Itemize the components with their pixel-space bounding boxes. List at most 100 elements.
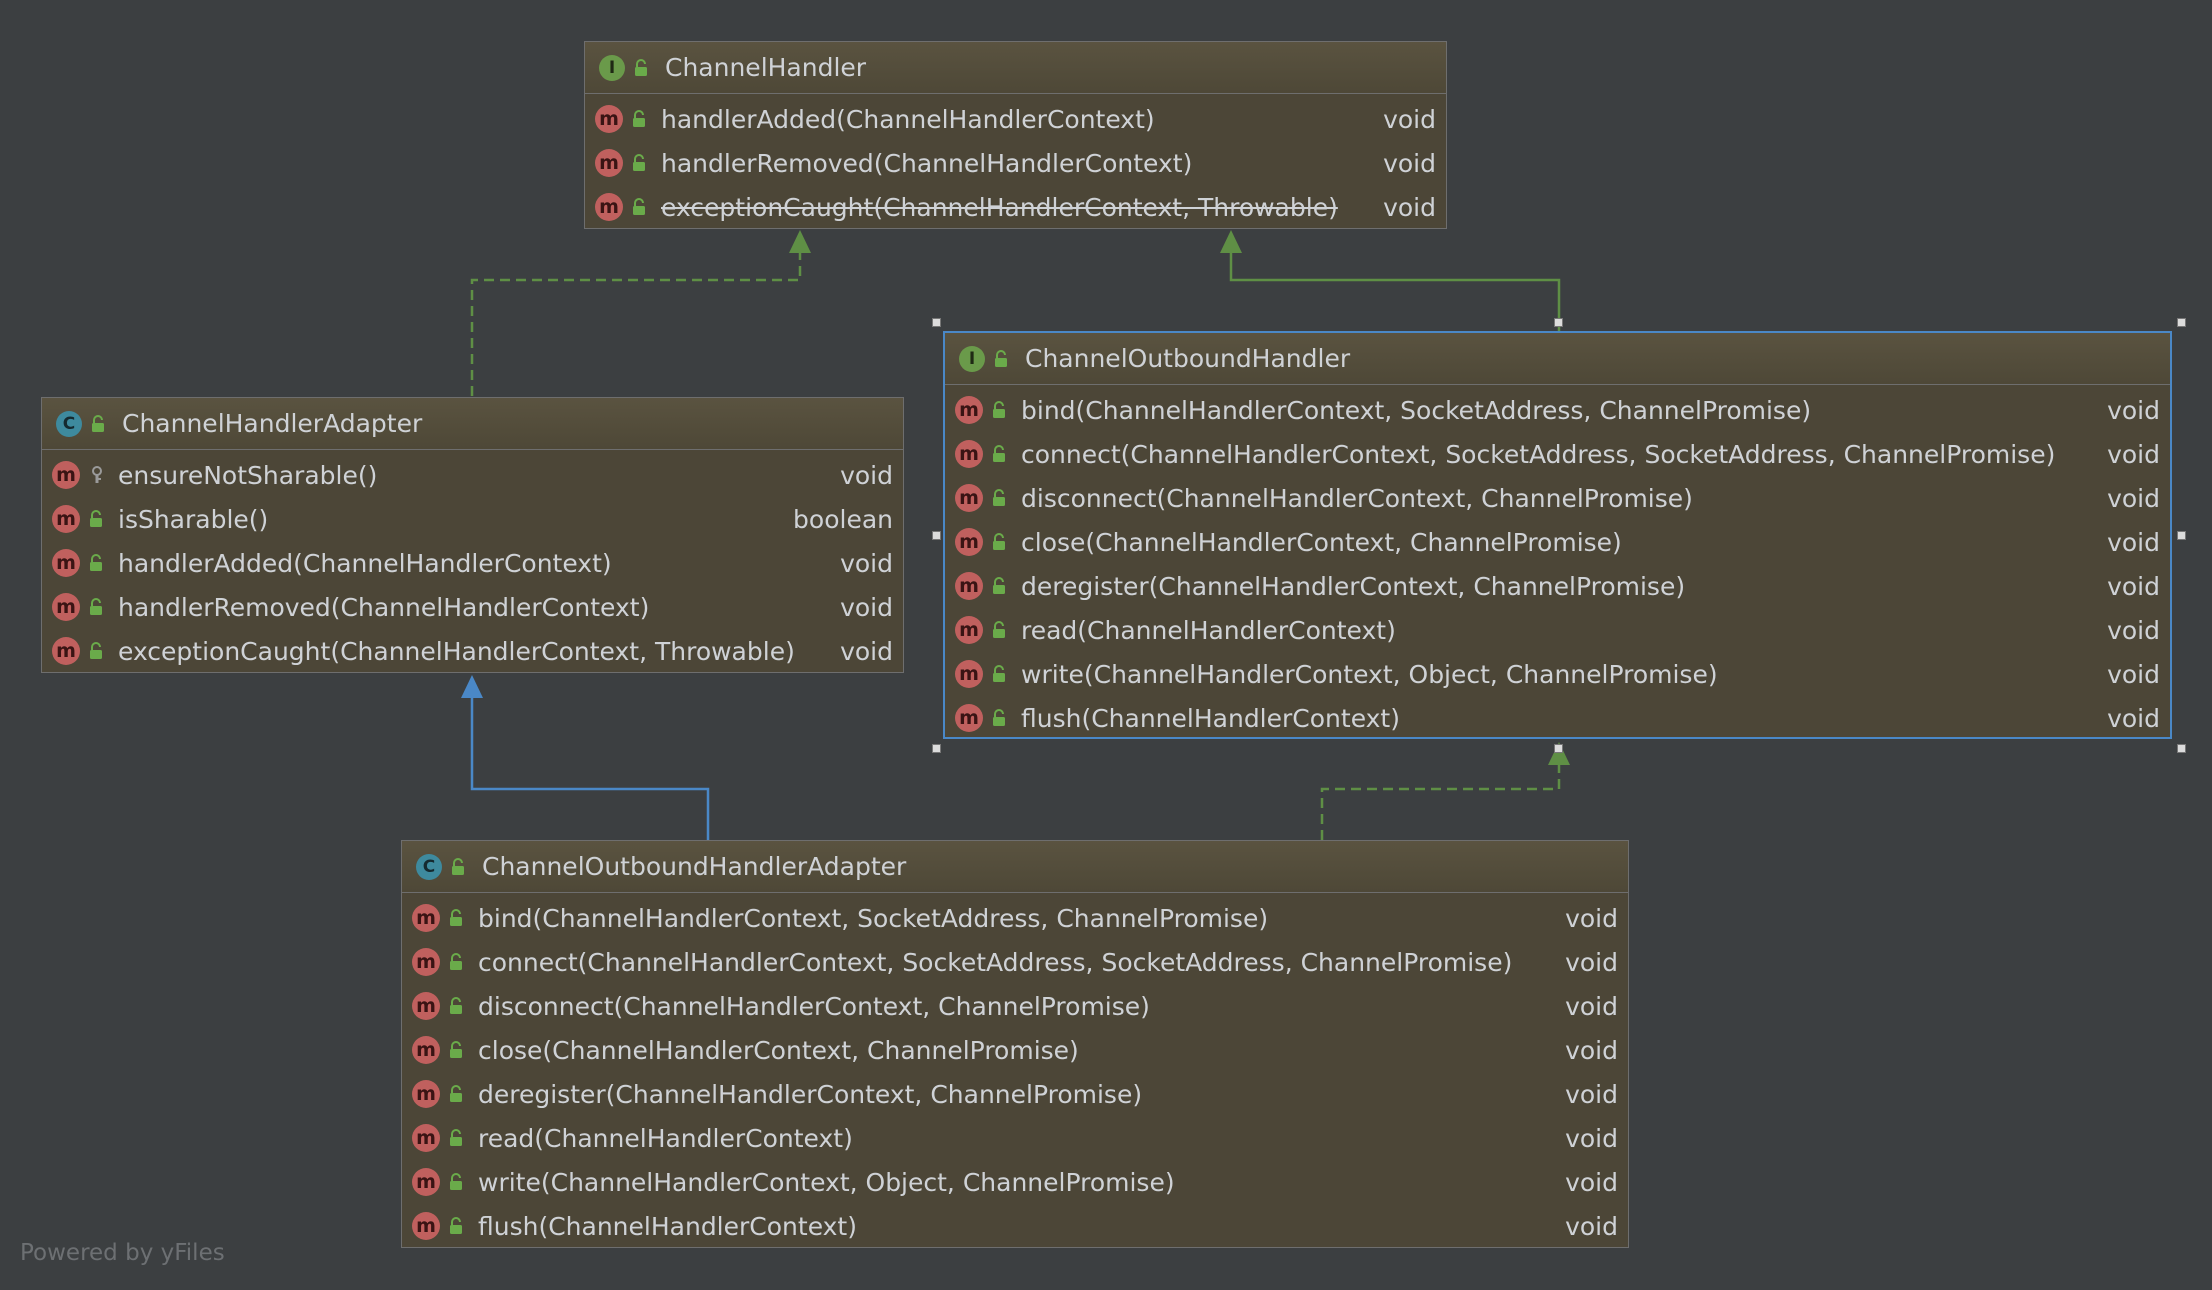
method-icon: m bbox=[52, 593, 80, 621]
return-type: void bbox=[2107, 615, 2160, 645]
public-visibility-icon bbox=[631, 197, 649, 217]
method-signature: deregister(ChannelHandlerContext, Channe… bbox=[478, 1079, 1143, 1109]
return-type: void bbox=[840, 460, 893, 490]
public-visibility-icon bbox=[633, 58, 651, 78]
return-type: void bbox=[1565, 1079, 1618, 1109]
method-icon: m bbox=[412, 948, 440, 976]
member-row[interactable]: m close(ChannelHandlerContext, ChannelPro… bbox=[945, 520, 2170, 564]
return-type: void bbox=[2107, 527, 2160, 557]
method-icon: m bbox=[412, 992, 440, 1020]
public-visibility-icon bbox=[991, 532, 1009, 552]
arrowhead bbox=[1220, 230, 1242, 253]
public-visibility-icon bbox=[448, 952, 466, 972]
public-visibility-icon bbox=[631, 153, 649, 173]
public-visibility-icon bbox=[991, 444, 1009, 464]
return-type: void bbox=[840, 636, 893, 666]
return-type: void bbox=[1565, 1167, 1618, 1197]
member-row[interactable]: m deregister(ChannelHandlerContext, Chann… bbox=[402, 1072, 1628, 1116]
resize-handle-top-center[interactable] bbox=[1554, 318, 1563, 327]
method-icon: m bbox=[955, 528, 983, 556]
resize-handle-middle-right[interactable] bbox=[2177, 531, 2186, 540]
method-signature: handlerRemoved(ChannelHandlerContext) bbox=[118, 592, 650, 622]
public-visibility-icon bbox=[991, 708, 1009, 728]
public-visibility-icon bbox=[991, 664, 1009, 684]
edge-outbound-handler-to-channel-handler[interactable] bbox=[1220, 230, 1561, 331]
resize-handle-bottom-right[interactable] bbox=[2177, 744, 2186, 753]
method-signature: handlerRemoved(ChannelHandlerContext) bbox=[661, 148, 1193, 178]
return-type: void bbox=[1383, 148, 1436, 178]
public-visibility-icon bbox=[993, 349, 1011, 369]
resize-handle-bottom-center[interactable] bbox=[1554, 744, 1563, 753]
edge-outbound-adapter-to-outbound-handler[interactable] bbox=[1320, 742, 1570, 840]
return-type: void bbox=[840, 592, 893, 622]
public-visibility-icon bbox=[991, 620, 1009, 640]
return-type: void bbox=[1565, 1123, 1618, 1153]
resize-handle-top-right[interactable] bbox=[2177, 318, 2186, 327]
method-icon: m bbox=[595, 149, 623, 177]
return-type: void bbox=[1383, 192, 1436, 222]
resize-handle-bottom-left[interactable] bbox=[932, 744, 941, 753]
class-icon: C bbox=[416, 853, 442, 880]
public-visibility-icon bbox=[448, 1128, 466, 1148]
method-icon: m bbox=[412, 1080, 440, 1108]
method-signature: close(ChannelHandlerContext, ChannelProm… bbox=[478, 1035, 1079, 1065]
method-signature: ensureNotSharable() bbox=[118, 460, 378, 490]
edge-outbound-adapter-to-handler-adapter[interactable] bbox=[461, 675, 710, 840]
method-signature: close(ChannelHandlerContext, ChannelProm… bbox=[1021, 527, 1622, 557]
member-row[interactable]: m handlerRemoved(ChannelHandlerContext) vo… bbox=[585, 141, 1446, 185]
class-icon: C bbox=[56, 410, 82, 437]
node-header: C ChannelHandlerAdapter bbox=[42, 398, 903, 450]
resize-handle-middle-left[interactable] bbox=[932, 531, 941, 540]
member-row[interactable]: m connect(ChannelHandlerContext, SocketAd… bbox=[402, 940, 1628, 984]
public-visibility-icon bbox=[448, 1172, 466, 1192]
method-icon: m bbox=[412, 904, 440, 932]
method-signature: write(ChannelHandlerContext, Object, Cha… bbox=[478, 1167, 1175, 1197]
method-icon: m bbox=[52, 637, 80, 665]
return-type: void bbox=[2107, 703, 2160, 733]
node-channel-handler-adapter[interactable]: C ChannelHandlerAdapter m ensureNotSharabl… bbox=[41, 397, 904, 673]
interface-icon: I bbox=[959, 345, 985, 372]
member-row[interactable]: m handlerRemoved(ChannelHandlerContext) vo… bbox=[42, 585, 903, 629]
watermark: Powered by yFiles bbox=[20, 1240, 225, 1266]
public-visibility-icon bbox=[450, 857, 468, 877]
public-visibility-icon bbox=[448, 1216, 466, 1236]
edge-adapter-to-channel-handler[interactable] bbox=[470, 230, 811, 396]
public-visibility-icon bbox=[448, 1040, 466, 1060]
method-signature: connect(ChannelHandlerContext, SocketAdd… bbox=[478, 947, 1513, 977]
return-type: void bbox=[2107, 659, 2160, 689]
method-icon: m bbox=[412, 1036, 440, 1064]
resize-handle-top-left[interactable] bbox=[932, 318, 941, 327]
method-icon: m bbox=[955, 616, 983, 644]
return-type: void bbox=[1565, 947, 1618, 977]
public-visibility-icon bbox=[88, 641, 106, 661]
member-row[interactable]: m close(ChannelHandlerContext, ChannelPro… bbox=[402, 1028, 1628, 1072]
public-visibility-icon bbox=[991, 400, 1009, 420]
method-signature: isSharable() bbox=[118, 504, 269, 534]
node-title: ChannelHandlerAdapter bbox=[122, 409, 423, 438]
